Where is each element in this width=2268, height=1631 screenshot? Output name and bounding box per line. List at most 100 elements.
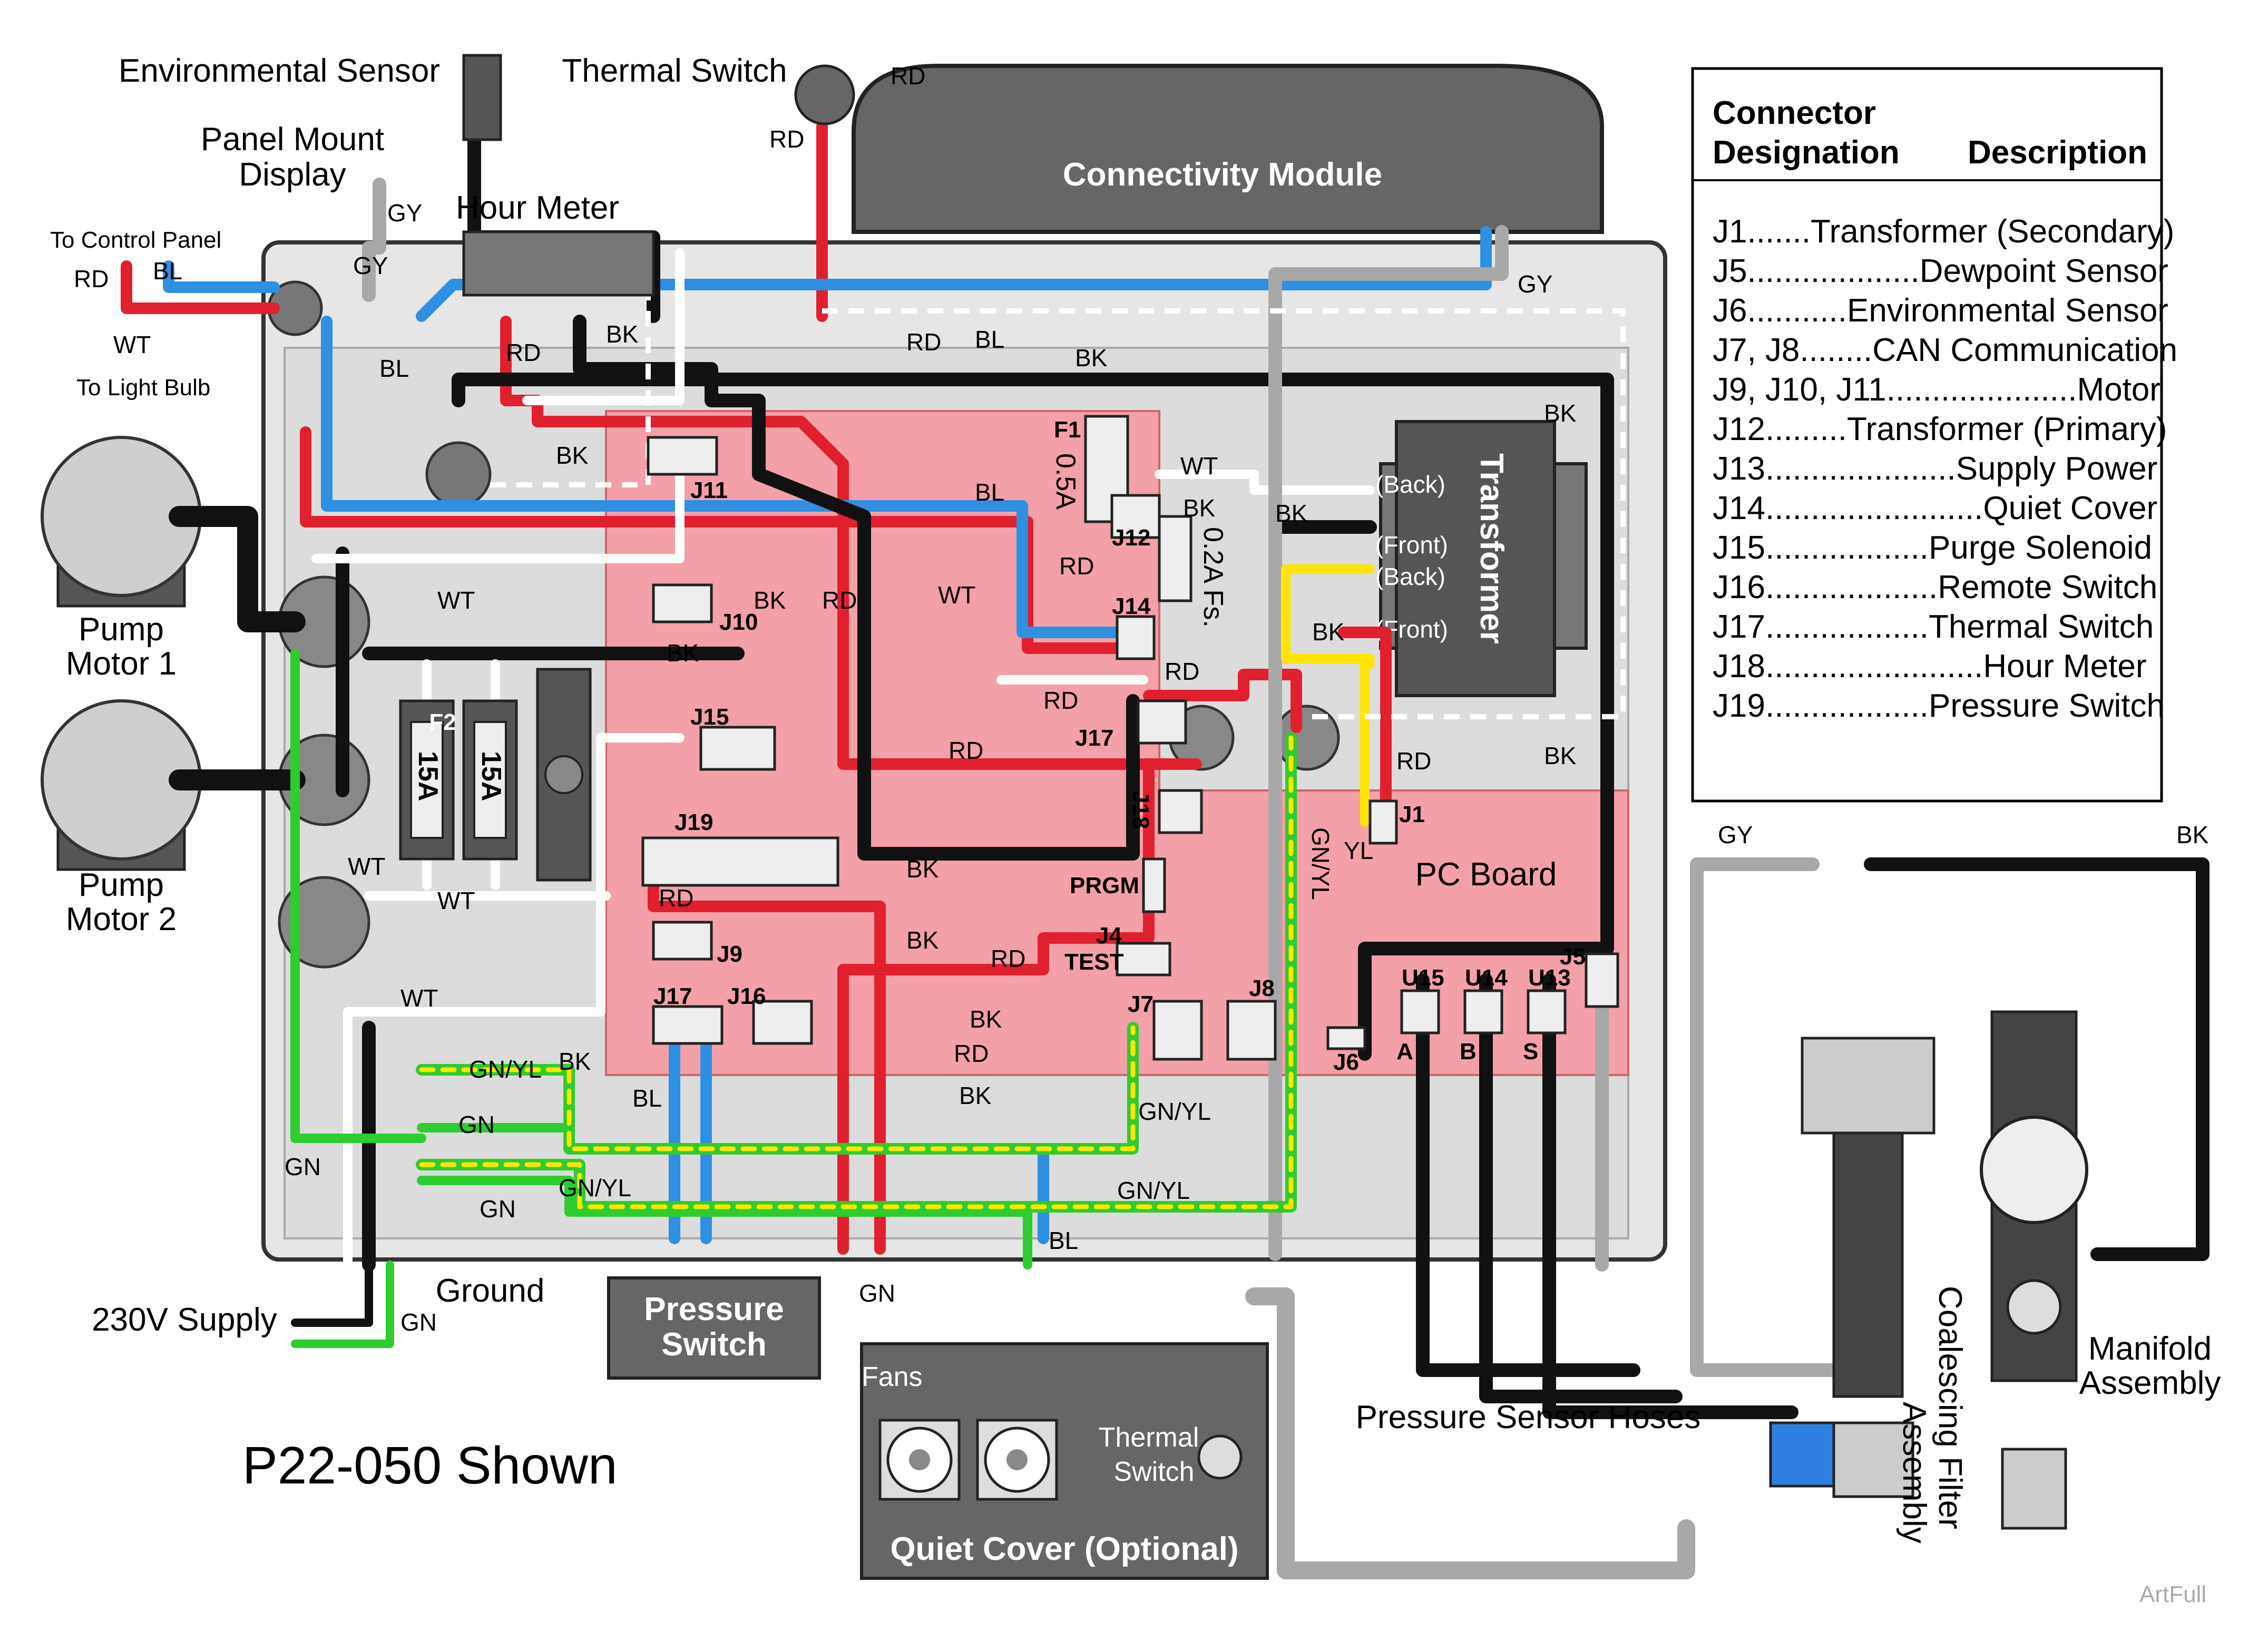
wire-label: BL xyxy=(153,257,182,285)
wire-label: GY xyxy=(387,199,422,227)
to-light-bulb-label: To Light Bulb xyxy=(76,375,210,401)
wire-label: RD xyxy=(954,1040,989,1067)
port-s-label: S xyxy=(1523,1039,1538,1064)
table-row: J5...................Dewpoint Sensor xyxy=(1713,253,2168,289)
pump-motor-1 xyxy=(41,436,202,608)
wire-label: RD xyxy=(1396,747,1431,775)
wire-label: GN xyxy=(458,1111,495,1138)
table-row: J17..................Thermal Switch xyxy=(1713,609,2154,645)
fuse-1-rating: 15A xyxy=(413,751,443,801)
wire-label: BK xyxy=(667,639,699,667)
watermark: ArtFull xyxy=(2139,1581,2206,1607)
wire-label: BL xyxy=(1049,1227,1078,1254)
supply-cord xyxy=(291,1261,352,1306)
panel-mount-label-a: Panel Mount xyxy=(201,121,384,158)
model-label: P22-050 Shown xyxy=(242,1436,618,1495)
fuse-fs xyxy=(1158,515,1192,602)
wire-label: BL xyxy=(632,1085,662,1112)
pump-motor-2-label-a: Pump xyxy=(79,867,164,903)
connector-labels: J11 J10 J15 J19 J9 J17 J16 J12 J14 J17 J… xyxy=(653,477,1586,1075)
wires-gray xyxy=(362,178,1862,1377)
wire-label: BL xyxy=(975,478,1004,506)
table-row: J14........................Quiet Cover xyxy=(1713,490,2157,526)
table-row: J13.....................Supply Power xyxy=(1713,451,2157,487)
u15-label: U15 xyxy=(1402,965,1444,991)
pump-motor-1-label-a: Pump xyxy=(79,611,164,648)
j6-label: J6 xyxy=(1333,1049,1359,1075)
wire-label: BK xyxy=(906,926,939,954)
wire-label: GY xyxy=(1518,270,1552,298)
to-control-panel-label: To Control Panel xyxy=(50,227,221,253)
pressure-switch-label-a: Pressure xyxy=(644,1291,784,1327)
environmental-sensor xyxy=(462,54,502,141)
wire-label: RD xyxy=(949,737,983,764)
wire-label: GN/YL xyxy=(1307,827,1334,900)
grommet xyxy=(425,441,492,507)
wire-label: BK xyxy=(1183,494,1216,522)
wire-label: BL xyxy=(379,355,409,382)
wire-label: BK xyxy=(1312,618,1345,646)
port-b-label: B xyxy=(1460,1039,1477,1064)
transformer-tap-2: (Front) xyxy=(1375,531,1448,559)
wire-label: GN xyxy=(285,1153,321,1180)
coalescing-filter-label-b: Assembly xyxy=(1896,1402,1932,1544)
wire-label: BK xyxy=(606,320,639,348)
connectivity-module xyxy=(852,64,1604,234)
fan-icon xyxy=(878,1419,961,1501)
wire-label: WT xyxy=(938,581,976,609)
transformer-tap-1: (Back) xyxy=(1375,471,1445,498)
wire-label: BL xyxy=(975,326,1004,353)
wire-label: WT xyxy=(437,887,475,914)
table-row: J16...................Remote Switch xyxy=(1713,569,2157,605)
wires-green-yellow xyxy=(416,732,1297,1213)
pressure-switch-label-b: Switch xyxy=(661,1326,767,1363)
wire-label: RD xyxy=(769,125,804,153)
wire-label: RD xyxy=(991,945,1025,972)
wire-label: BK xyxy=(1544,399,1577,427)
wires-blue xyxy=(163,226,1492,1244)
u14-label: U14 xyxy=(1465,965,1508,991)
wire-label: BK xyxy=(1275,500,1308,527)
j9-label: J9 xyxy=(717,941,742,967)
grommet xyxy=(278,876,370,969)
j4-label: J4 xyxy=(1096,923,1122,949)
pc-board-label: PC Board xyxy=(1415,856,1557,893)
can-cable-dashed xyxy=(822,308,1626,719)
table-row: J18........................Hour Meter xyxy=(1713,648,2146,685)
j17-label: J17 xyxy=(1075,725,1113,751)
table-header-right: Description xyxy=(1968,134,2147,171)
connector-blocks xyxy=(641,436,1619,1061)
wire-label: GN xyxy=(480,1195,516,1223)
connector-table xyxy=(1691,67,2163,803)
wire-label: RD xyxy=(891,62,925,90)
transformer-label: Transformer xyxy=(1473,453,1510,644)
wire-label: BK xyxy=(959,1082,992,1109)
table-header-left-b: Designation xyxy=(1713,134,1900,171)
fuse-f2-label: F2 xyxy=(429,709,456,735)
thermal-switch-top xyxy=(794,64,855,125)
manifold-label-a: Manifold xyxy=(2088,1331,2212,1367)
wire-label: GN/YL xyxy=(469,1056,542,1083)
pump-motor-2-label-b: Motor 2 xyxy=(66,901,177,937)
connector-table-rows: J1.......Transformer (Secondary) J5.....… xyxy=(1713,213,2177,724)
prgm-label: PRGM xyxy=(1070,873,1139,898)
motor-cable xyxy=(169,506,306,632)
hose xyxy=(1245,1287,1695,1579)
pump-motor-1-label-b: Motor 1 xyxy=(66,646,177,682)
wire-label: BK xyxy=(1075,344,1108,372)
thermal-switch-cover xyxy=(1197,1434,1243,1480)
wire-label: GN xyxy=(400,1308,437,1336)
supply-cord xyxy=(291,1261,394,1348)
wire-yellow-j1 xyxy=(1360,659,1375,827)
can-cable-dashed xyxy=(490,232,651,487)
wire-labels: RD BL WT GY GY RD BK BL BK RD RD RD BL B… xyxy=(74,62,2209,1336)
pump-motor-2 xyxy=(41,699,202,871)
wire-label: RD xyxy=(506,339,541,366)
j8-label: J8 xyxy=(1249,975,1275,1001)
coalescing-filter xyxy=(1769,1037,1935,1498)
ground-label: Ground xyxy=(436,1273,545,1309)
j13-label: J15 xyxy=(690,704,729,730)
table-header-left-a: Connector xyxy=(1713,95,1876,131)
wire-yellow xyxy=(1281,564,1375,663)
